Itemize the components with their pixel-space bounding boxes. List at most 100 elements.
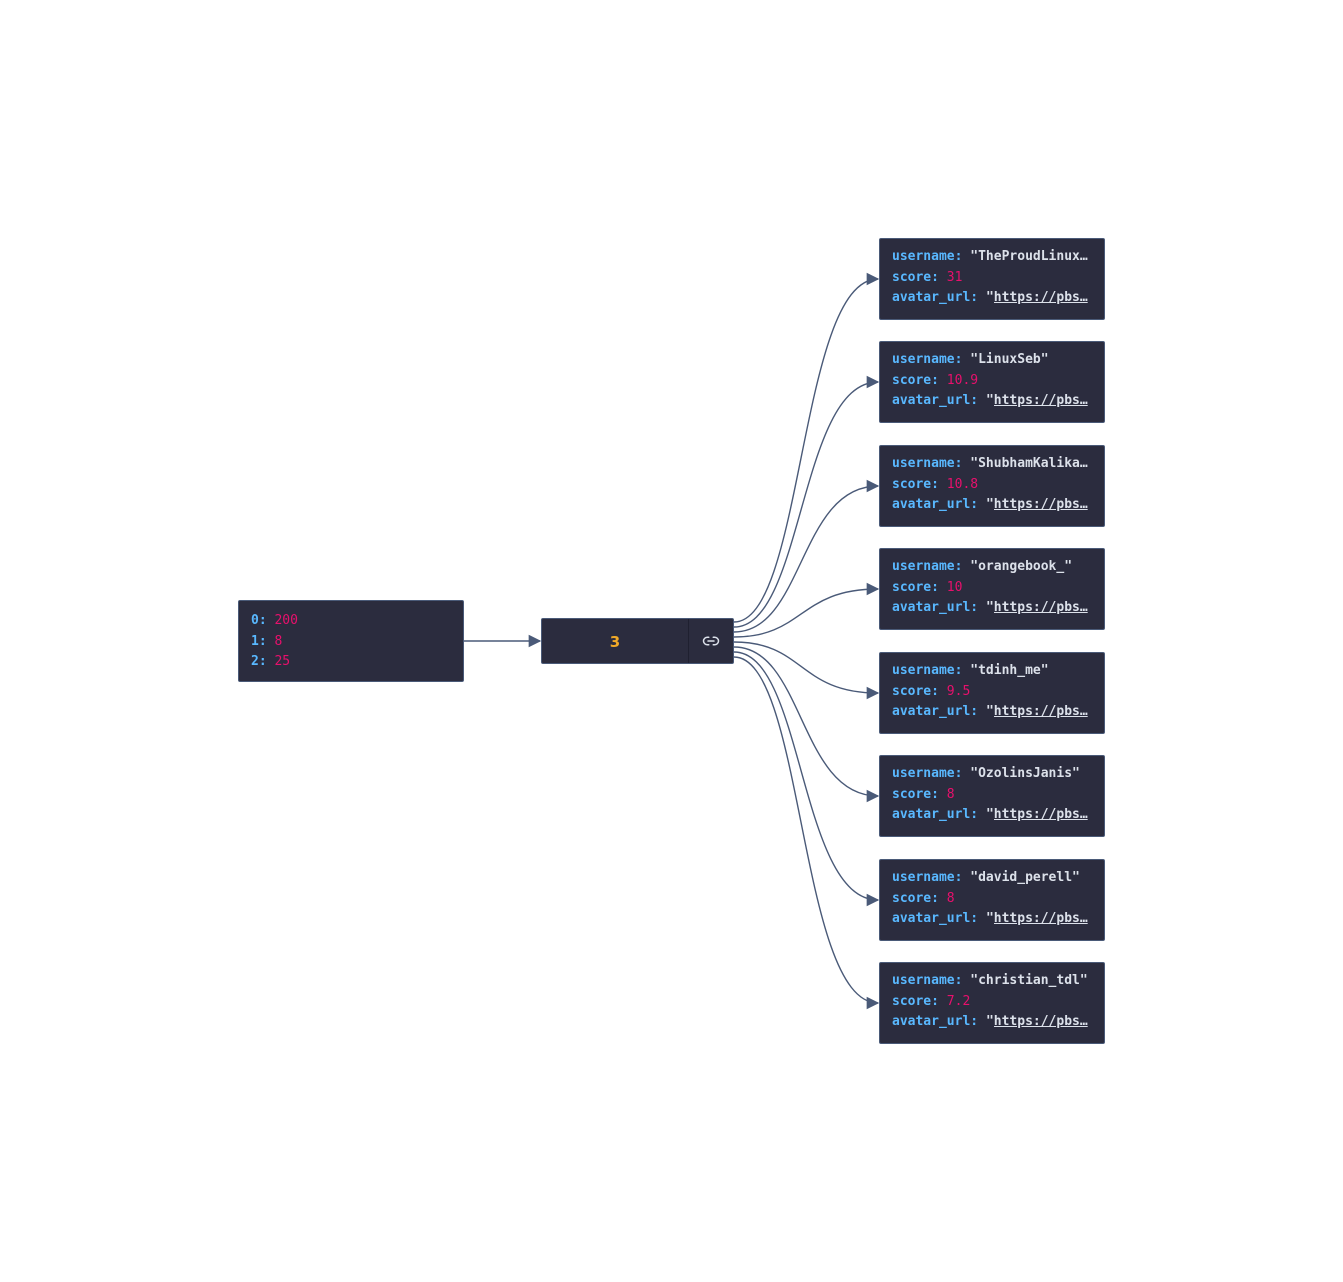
- score-value: 9.5: [946, 683, 971, 699]
- username-value: orangebook_: [978, 559, 1065, 574]
- score-key: score: [892, 476, 932, 492]
- user-node-4[interactable]: username: "tdinh_me" score: 9.5 avatar_u…: [879, 652, 1105, 734]
- item-value: 25: [274, 654, 291, 669]
- score-value: 10.9: [946, 372, 979, 388]
- user-node-7[interactable]: username: "christian_tdl" score: 7.2 ava…: [879, 962, 1105, 1044]
- user-node-6[interactable]: username: "david_perell" score: 8 avatar…: [879, 859, 1105, 941]
- user-node-0[interactable]: username: "TheProudLinux… score: 31 avat…: [879, 238, 1105, 320]
- score-row: score: 10: [892, 579, 963, 595]
- avatar-row: avatar_url: "https://pbs…: [892, 1012, 1094, 1033]
- score-row: score: 10.9: [892, 372, 979, 388]
- avatar-key: avatar_url: [892, 600, 971, 615]
- link-icon: [702, 636, 720, 646]
- user-node-5[interactable]: username: "OzolinsJanis" score: 8 avatar…: [879, 755, 1105, 837]
- username-row: username: "christian_tdl": [892, 973, 1088, 988]
- username-key: username: [892, 249, 955, 264]
- count-value: 3: [609, 633, 621, 651]
- username-value: tdinh_me: [978, 663, 1041, 678]
- avatar-url-link[interactable]: https://pbs…: [993, 393, 1088, 408]
- item-key: 2: [251, 654, 259, 669]
- score-key: score: [892, 683, 932, 699]
- score-row: score: 9.5: [892, 683, 971, 699]
- avatar-url-link[interactable]: https://pbs…: [993, 497, 1088, 512]
- username-row: username: "orangebook_": [892, 559, 1073, 574]
- avatar-row: avatar_url: "https://pbs…: [892, 598, 1094, 619]
- avatar-url-link[interactable]: https://pbs…: [993, 704, 1088, 719]
- score-row: score: 10.8: [892, 476, 979, 492]
- score-row: score: 31: [892, 269, 963, 285]
- edge-count-to-user-1: [733, 375, 880, 628]
- score-key: score: [892, 993, 932, 1009]
- avatar-key: avatar_url: [892, 393, 971, 408]
- score-row: score: 8: [892, 786, 955, 802]
- score-key: score: [892, 269, 932, 285]
- avatar-key: avatar_url: [892, 807, 971, 822]
- item-value: 8: [274, 633, 283, 649]
- score-value: 10.8: [946, 476, 979, 492]
- username-value: LinuxSeb: [978, 352, 1041, 367]
- username-value: david_perell: [978, 870, 1073, 885]
- user-node-2[interactable]: username: "ShubhamKalika… score: 10.8 av…: [879, 445, 1105, 527]
- score-value: 8: [946, 890, 955, 906]
- score-value: 10: [946, 579, 963, 595]
- username-value: OzolinsJanis: [978, 766, 1073, 781]
- item-key: 1: [251, 633, 259, 649]
- username-key: username: [892, 870, 955, 885]
- edge-count-to-user-6: [733, 651, 880, 907]
- edge-count-to-user-0: [733, 272, 880, 623]
- score-key: score: [892, 579, 932, 595]
- username-row: username: "TheProudLinux…: [892, 247, 1094, 268]
- avatar-row: avatar_url: "https://pbs…: [892, 805, 1094, 826]
- score-row: score: 8: [892, 890, 955, 906]
- avatar-row: avatar_url: "https://pbs…: [892, 391, 1094, 412]
- username-key: username: [892, 973, 955, 988]
- avatar-url-link[interactable]: https://pbs…: [993, 600, 1088, 615]
- username-row: username: "ShubhamKalika…: [892, 454, 1094, 475]
- username-key: username: [892, 663, 955, 678]
- avatar-url-link[interactable]: https://pbs…: [993, 807, 1088, 822]
- score-value: 31: [946, 269, 963, 285]
- item-key: 0: [251, 613, 259, 628]
- root-item-0: 0: 200: [251, 611, 451, 632]
- root-array-node[interactable]: 0: 200 1: 8 2: 25: [238, 600, 464, 682]
- avatar-key: avatar_url: [892, 911, 971, 926]
- edge-count-to-user-5: [733, 646, 880, 803]
- count-node[interactable]: 3: [541, 618, 734, 664]
- username-row: username: "OzolinsJanis": [892, 766, 1080, 781]
- avatar-url-link[interactable]: https://pbs…: [993, 290, 1088, 305]
- username-row: username: "david_perell": [892, 870, 1080, 885]
- username-key: username: [892, 456, 955, 471]
- link-button[interactable]: [688, 619, 733, 663]
- edge-count-to-user-3: [733, 582, 880, 638]
- username-key: username: [892, 352, 955, 367]
- edge-count-to-user-2: [733, 479, 880, 633]
- avatar-url-link[interactable]: https://pbs…: [993, 1014, 1088, 1029]
- username-value: christian_tdl: [978, 973, 1080, 988]
- score-key: score: [892, 786, 932, 802]
- avatar-row: avatar_url: "https://pbs…: [892, 909, 1094, 930]
- score-key: score: [892, 372, 932, 388]
- avatar-key: avatar_url: [892, 704, 971, 719]
- username-row: username: "tdinh_me": [892, 663, 1049, 678]
- avatar-url-link[interactable]: https://pbs…: [993, 911, 1088, 926]
- root-item-2: 2: 25: [251, 652, 451, 673]
- item-value: 200: [274, 613, 298, 628]
- score-value: 7.2: [946, 993, 971, 1009]
- key-colon: :: [258, 654, 275, 669]
- key-colon: :: [258, 633, 275, 649]
- user-node-3[interactable]: username: "orangebook_" score: 10 avatar…: [879, 548, 1105, 630]
- root-item-1: 1: 8: [251, 632, 451, 653]
- score-key: score: [892, 890, 932, 906]
- avatar-row: avatar_url: "https://pbs…: [892, 495, 1094, 516]
- username-value: ShubhamKalika…: [978, 456, 1088, 471]
- score-value: 8: [946, 786, 955, 802]
- user-node-1[interactable]: username: "LinuxSeb" score: 10.9 avatar_…: [879, 341, 1105, 423]
- avatar-row: avatar_url: "https://pbs…: [892, 288, 1094, 309]
- edge-count-to-user-7: [733, 656, 880, 1010]
- score-row: score: 7.2: [892, 993, 971, 1009]
- username-row: username: "LinuxSeb": [892, 352, 1049, 367]
- username-value: TheProudLinux…: [978, 249, 1088, 264]
- username-key: username: [892, 766, 955, 781]
- edge-count-to-user-4: [733, 641, 880, 700]
